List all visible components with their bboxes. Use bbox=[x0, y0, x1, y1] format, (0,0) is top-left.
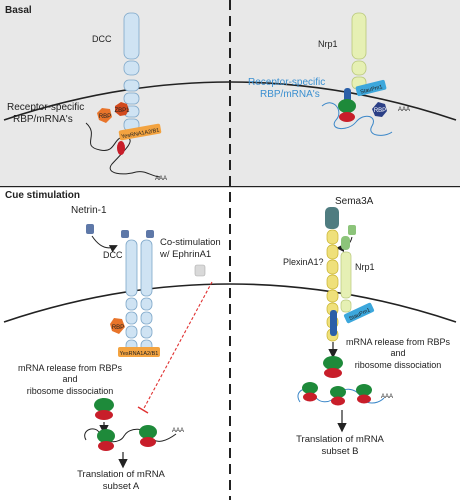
cue-title: Cue stimulation bbox=[5, 190, 80, 201]
basal-nrp1-label: Nrp1 bbox=[318, 39, 338, 49]
cue-dcc-label: DCC bbox=[103, 250, 123, 260]
cue-left-rbp-label: RBP bbox=[112, 325, 124, 331]
cue-membrane-arc bbox=[3, 283, 457, 323]
cue-netrin-arrow bbox=[91, 235, 118, 253]
cue-right-release-line2: and bbox=[390, 348, 405, 358]
cue-left-tag-label: YesRNA1A2/B1 bbox=[120, 351, 159, 357]
basal-dcc-label: DCC bbox=[92, 34, 112, 44]
basal-dcc-receptor bbox=[123, 12, 140, 132]
basal-right-mrna-strand bbox=[321, 102, 393, 136]
basal-right-ribosome-small bbox=[339, 112, 355, 122]
basal-right-polya: AAA bbox=[398, 107, 410, 113]
basal-left-caption-line1: Receptor-specific bbox=[7, 102, 84, 113]
cue-right-release-line1: mRNA release from RBPs bbox=[346, 337, 451, 347]
cue-left-released-rbps: RBP YesRNA1A2/B1 bbox=[110, 318, 160, 357]
basal-left-mrna-tail bbox=[135, 171, 161, 178]
cue-right-free-ribosome bbox=[323, 356, 343, 378]
cue-left-release-line3: ribosome dissociation bbox=[27, 386, 114, 396]
basal-right-tag-label: StauPm1 bbox=[360, 84, 383, 95]
cue-ephrin-ligand bbox=[194, 264, 206, 277]
cue-right-rbp-stack bbox=[330, 310, 337, 336]
cue-nrp1-label: Nrp1 bbox=[355, 262, 375, 272]
basal-panel-divider bbox=[0, 186, 460, 188]
cue-left-release-line1: mRNA release from RBPs bbox=[18, 363, 123, 373]
cue-right-result-line1: Translation of mRNA bbox=[296, 434, 384, 445]
cue-left-rbp bbox=[110, 318, 125, 334]
basal-right-tag bbox=[355, 79, 387, 97]
basal-nrp1-receptor bbox=[351, 12, 367, 90]
cue-left-result-line1: Translation of mRNA bbox=[77, 469, 165, 480]
cue-costim-line1: Co-stimulation bbox=[160, 237, 221, 248]
cue-right-polysome: AAA bbox=[297, 382, 393, 406]
cue-costim-line2: w/ EphrinA1 bbox=[159, 249, 211, 260]
cue-right-result-line2: subset B bbox=[322, 446, 359, 457]
basal-left-ribosome-small bbox=[117, 141, 125, 155]
basal-left-polya: AAA bbox=[155, 176, 167, 182]
basal-title: Basal bbox=[5, 5, 32, 16]
basal-right-caption-line1: Receptor-specific bbox=[248, 77, 325, 88]
cue-left-polysome-mrna bbox=[84, 428, 177, 443]
cue-left-polya: AAA bbox=[172, 428, 184, 434]
basal-left-caption-line2: RBP/mRNA's bbox=[13, 114, 73, 125]
cue-sema-label: Sema3A bbox=[335, 196, 374, 207]
basal-right-kinase bbox=[372, 102, 387, 117]
basal-left-kinase bbox=[115, 102, 129, 116]
cue-left-result-line2: subset A bbox=[103, 481, 140, 492]
cue-inhibition-line bbox=[137, 281, 213, 414]
cue-netrin-label: Netrin-1 bbox=[71, 205, 107, 216]
basal-left-tag bbox=[118, 123, 162, 141]
basal-left-rbp-label: RBP bbox=[99, 114, 111, 120]
basal-left-kinase-label: ZBP1 bbox=[114, 108, 130, 114]
basal-left-rbp bbox=[97, 108, 112, 123]
cue-nrp1-receptor bbox=[340, 236, 352, 313]
cue-left-tag bbox=[118, 347, 160, 357]
cue-sema-ligand-green bbox=[348, 225, 356, 235]
basal-right-rbp-mrna-complex: StauPm1 RBP AAA bbox=[321, 79, 410, 136]
cue-plexin-label: PlexinA1? bbox=[283, 257, 324, 267]
basal-right-ribosome-large bbox=[338, 99, 356, 113]
cue-right-release-line3: ribosome dissociation bbox=[355, 360, 442, 370]
cue-left-free-ribosome bbox=[94, 398, 114, 420]
cue-right-polya: AAA bbox=[381, 394, 393, 400]
cue-left-release-line2: and bbox=[62, 374, 77, 384]
basal-right-caption-line2: RBP/mRNA's bbox=[260, 89, 320, 100]
cue-netrin-ligand bbox=[86, 224, 94, 234]
basal-panel-background bbox=[0, 0, 460, 186]
basal-right-rbp-label: RBP bbox=[374, 108, 386, 114]
cue-left-polysome: AAA bbox=[84, 425, 184, 451]
